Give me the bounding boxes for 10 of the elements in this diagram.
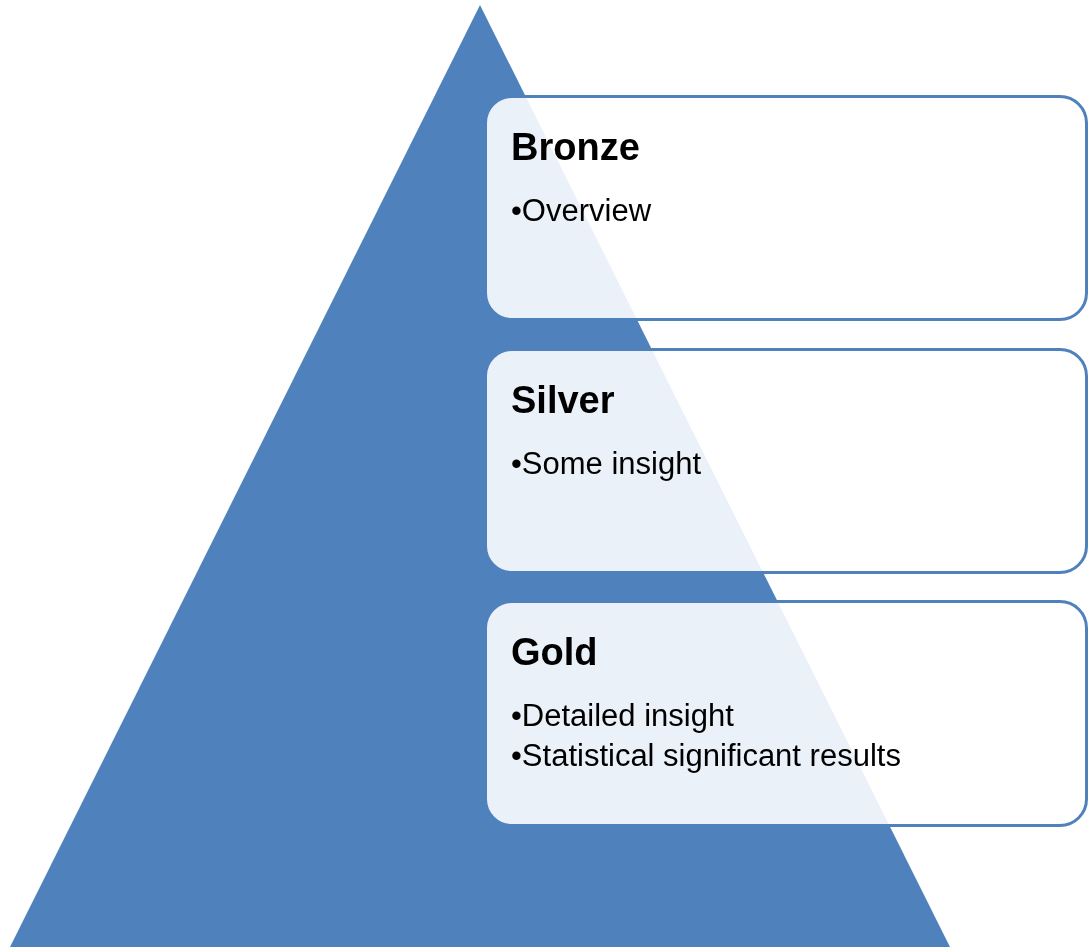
- bullet-item: •Detailed insight: [511, 697, 734, 735]
- tier-heading: Gold: [511, 631, 598, 674]
- tier-heading: Silver: [511, 379, 615, 422]
- tier-box: [484, 95, 1088, 321]
- bullet-item: •Statistical significant results: [511, 737, 901, 776]
- tier-box: [484, 600, 1088, 827]
- tier-box: [484, 348, 1088, 574]
- bullet-item: •Overview: [511, 192, 652, 230]
- tier-heading: Bronze: [511, 126, 640, 169]
- bullet-item: •Some insight: [511, 445, 702, 483]
